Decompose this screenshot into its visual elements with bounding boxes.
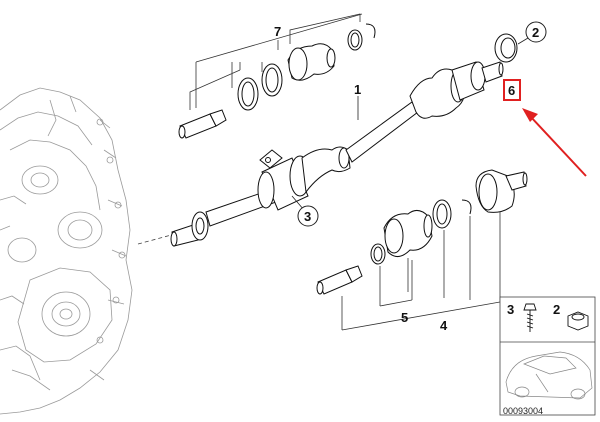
transmission-housing bbox=[0, 87, 133, 415]
seal-ring-2 bbox=[494, 33, 518, 63]
callout-7: 7 bbox=[274, 24, 281, 39]
legend-label-3: 3 bbox=[507, 302, 514, 317]
repair-kit-4-5 bbox=[316, 169, 528, 295]
bolt-icon bbox=[523, 303, 537, 332]
svg-text:5: 5 bbox=[401, 310, 408, 325]
callout-2: 2 bbox=[525, 21, 547, 43]
drive-shaft-assembly bbox=[170, 61, 504, 247]
callout-6-highlight: 6 bbox=[503, 79, 521, 101]
svg-text:2: 2 bbox=[532, 25, 539, 40]
callout-3: 3 bbox=[297, 205, 319, 227]
svg-text:6: 6 bbox=[508, 83, 515, 98]
callout-4: 4 bbox=[440, 318, 448, 333]
nut-icon bbox=[567, 311, 589, 331]
svg-text:7: 7 bbox=[274, 24, 281, 39]
kit-4-5-brackets bbox=[341, 212, 501, 331]
legend-box: 3 2 00093004 bbox=[499, 296, 596, 416]
callout-5: 5 bbox=[401, 310, 408, 325]
repair-kit-7 bbox=[178, 23, 376, 139]
callout-1: 1 bbox=[354, 82, 361, 97]
connection-line bbox=[137, 233, 176, 245]
kit-7-bracket bbox=[189, 13, 363, 110]
svg-text:4: 4 bbox=[440, 318, 448, 333]
svg-text:3: 3 bbox=[304, 209, 311, 224]
red-arrow-icon bbox=[522, 108, 587, 177]
legend-label-2: 2 bbox=[553, 302, 560, 317]
car-silhouette-icon bbox=[505, 351, 593, 400]
svg-text:1: 1 bbox=[354, 82, 361, 97]
reference-number: 00093004 bbox=[503, 406, 543, 416]
